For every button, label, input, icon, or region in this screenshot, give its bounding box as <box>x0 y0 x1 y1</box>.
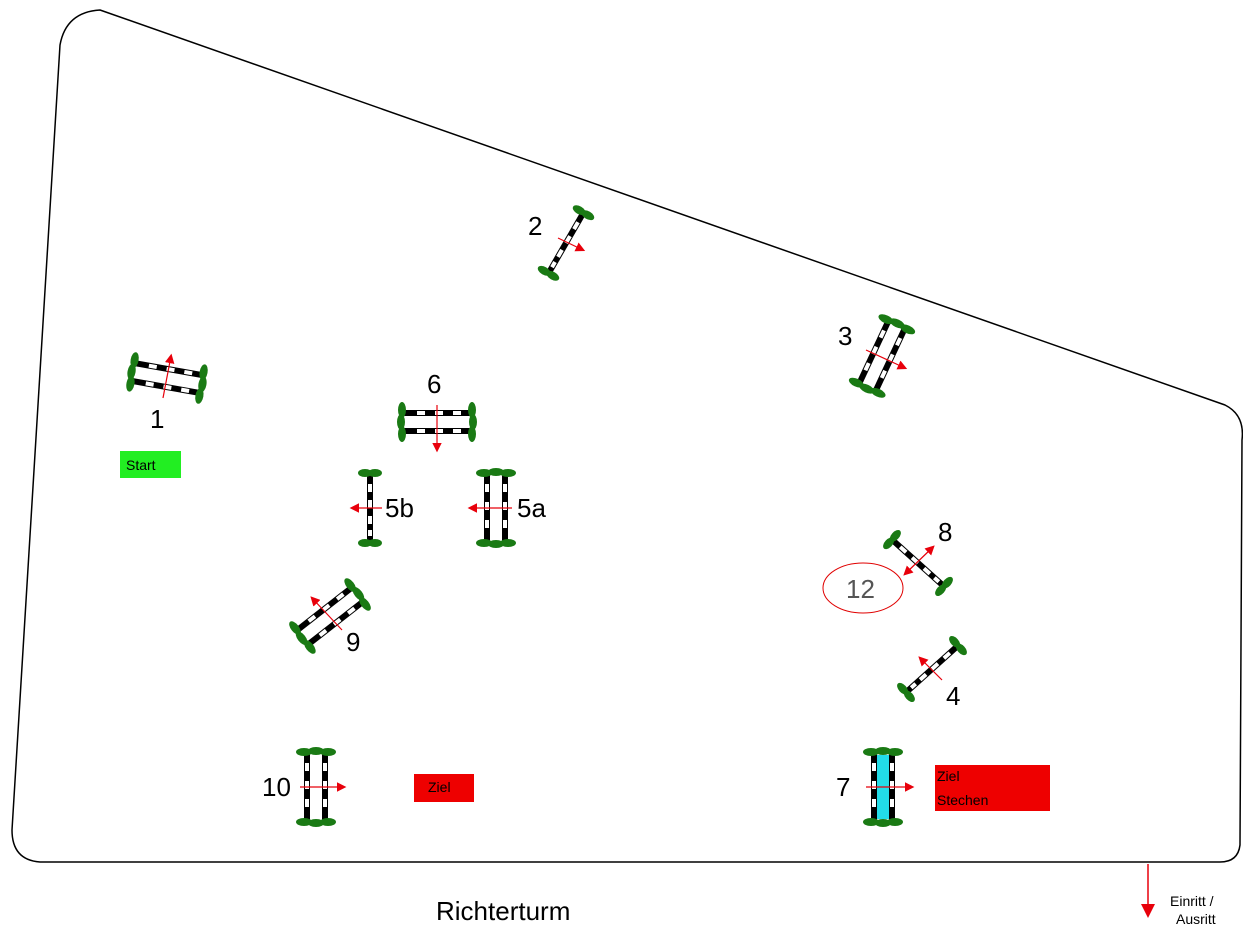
fence-4-direction-arrow <box>918 656 943 681</box>
fence-1-number: 1 <box>150 404 164 434</box>
fence-2 <box>536 203 596 283</box>
finish-label: Ziel <box>428 779 451 795</box>
entrance-line2: Ausritt <box>1176 911 1216 927</box>
jumpoff-finish-line2: Stechen <box>937 792 988 808</box>
fence-5b-number: 5b <box>385 493 414 523</box>
judges-tower-label: Richterturm <box>436 896 570 926</box>
fence-9-number: 9 <box>346 627 360 657</box>
fence-3 <box>846 311 918 401</box>
fence-8-number: 8 <box>938 517 952 547</box>
fence-6-number: 6 <box>427 369 441 399</box>
fence-3-number: 3 <box>838 321 852 351</box>
circle-marker-label: 12 <box>846 574 875 604</box>
fence-10-number: 10 <box>262 772 291 802</box>
entrance-line1: Einritt / <box>1170 893 1214 909</box>
circle-marker <box>822 562 904 614</box>
fence-5a-number: 5a <box>517 493 546 523</box>
fence-1-direction-arrow <box>162 353 175 399</box>
fence-3-direction-arrow <box>865 349 908 370</box>
fence-4-number: 4 <box>946 681 960 711</box>
fence-2-direction-arrow <box>557 237 586 252</box>
jumpoff-finish-box <box>935 765 1050 811</box>
fence-9 <box>286 575 374 657</box>
fence-9-direction-arrow <box>310 596 343 631</box>
arena-outline <box>11 9 1243 863</box>
finish-box <box>414 774 474 802</box>
fence-8-direction-arrow-back <box>903 549 931 576</box>
start-box <box>120 451 181 478</box>
entrance-arrowhead <box>1141 904 1155 918</box>
fence-2-number: 2 <box>528 211 542 241</box>
jumpoff-finish-line1: Ziel <box>937 768 960 784</box>
start-label: Start <box>126 457 156 473</box>
fence-7-number: 7 <box>836 772 850 802</box>
